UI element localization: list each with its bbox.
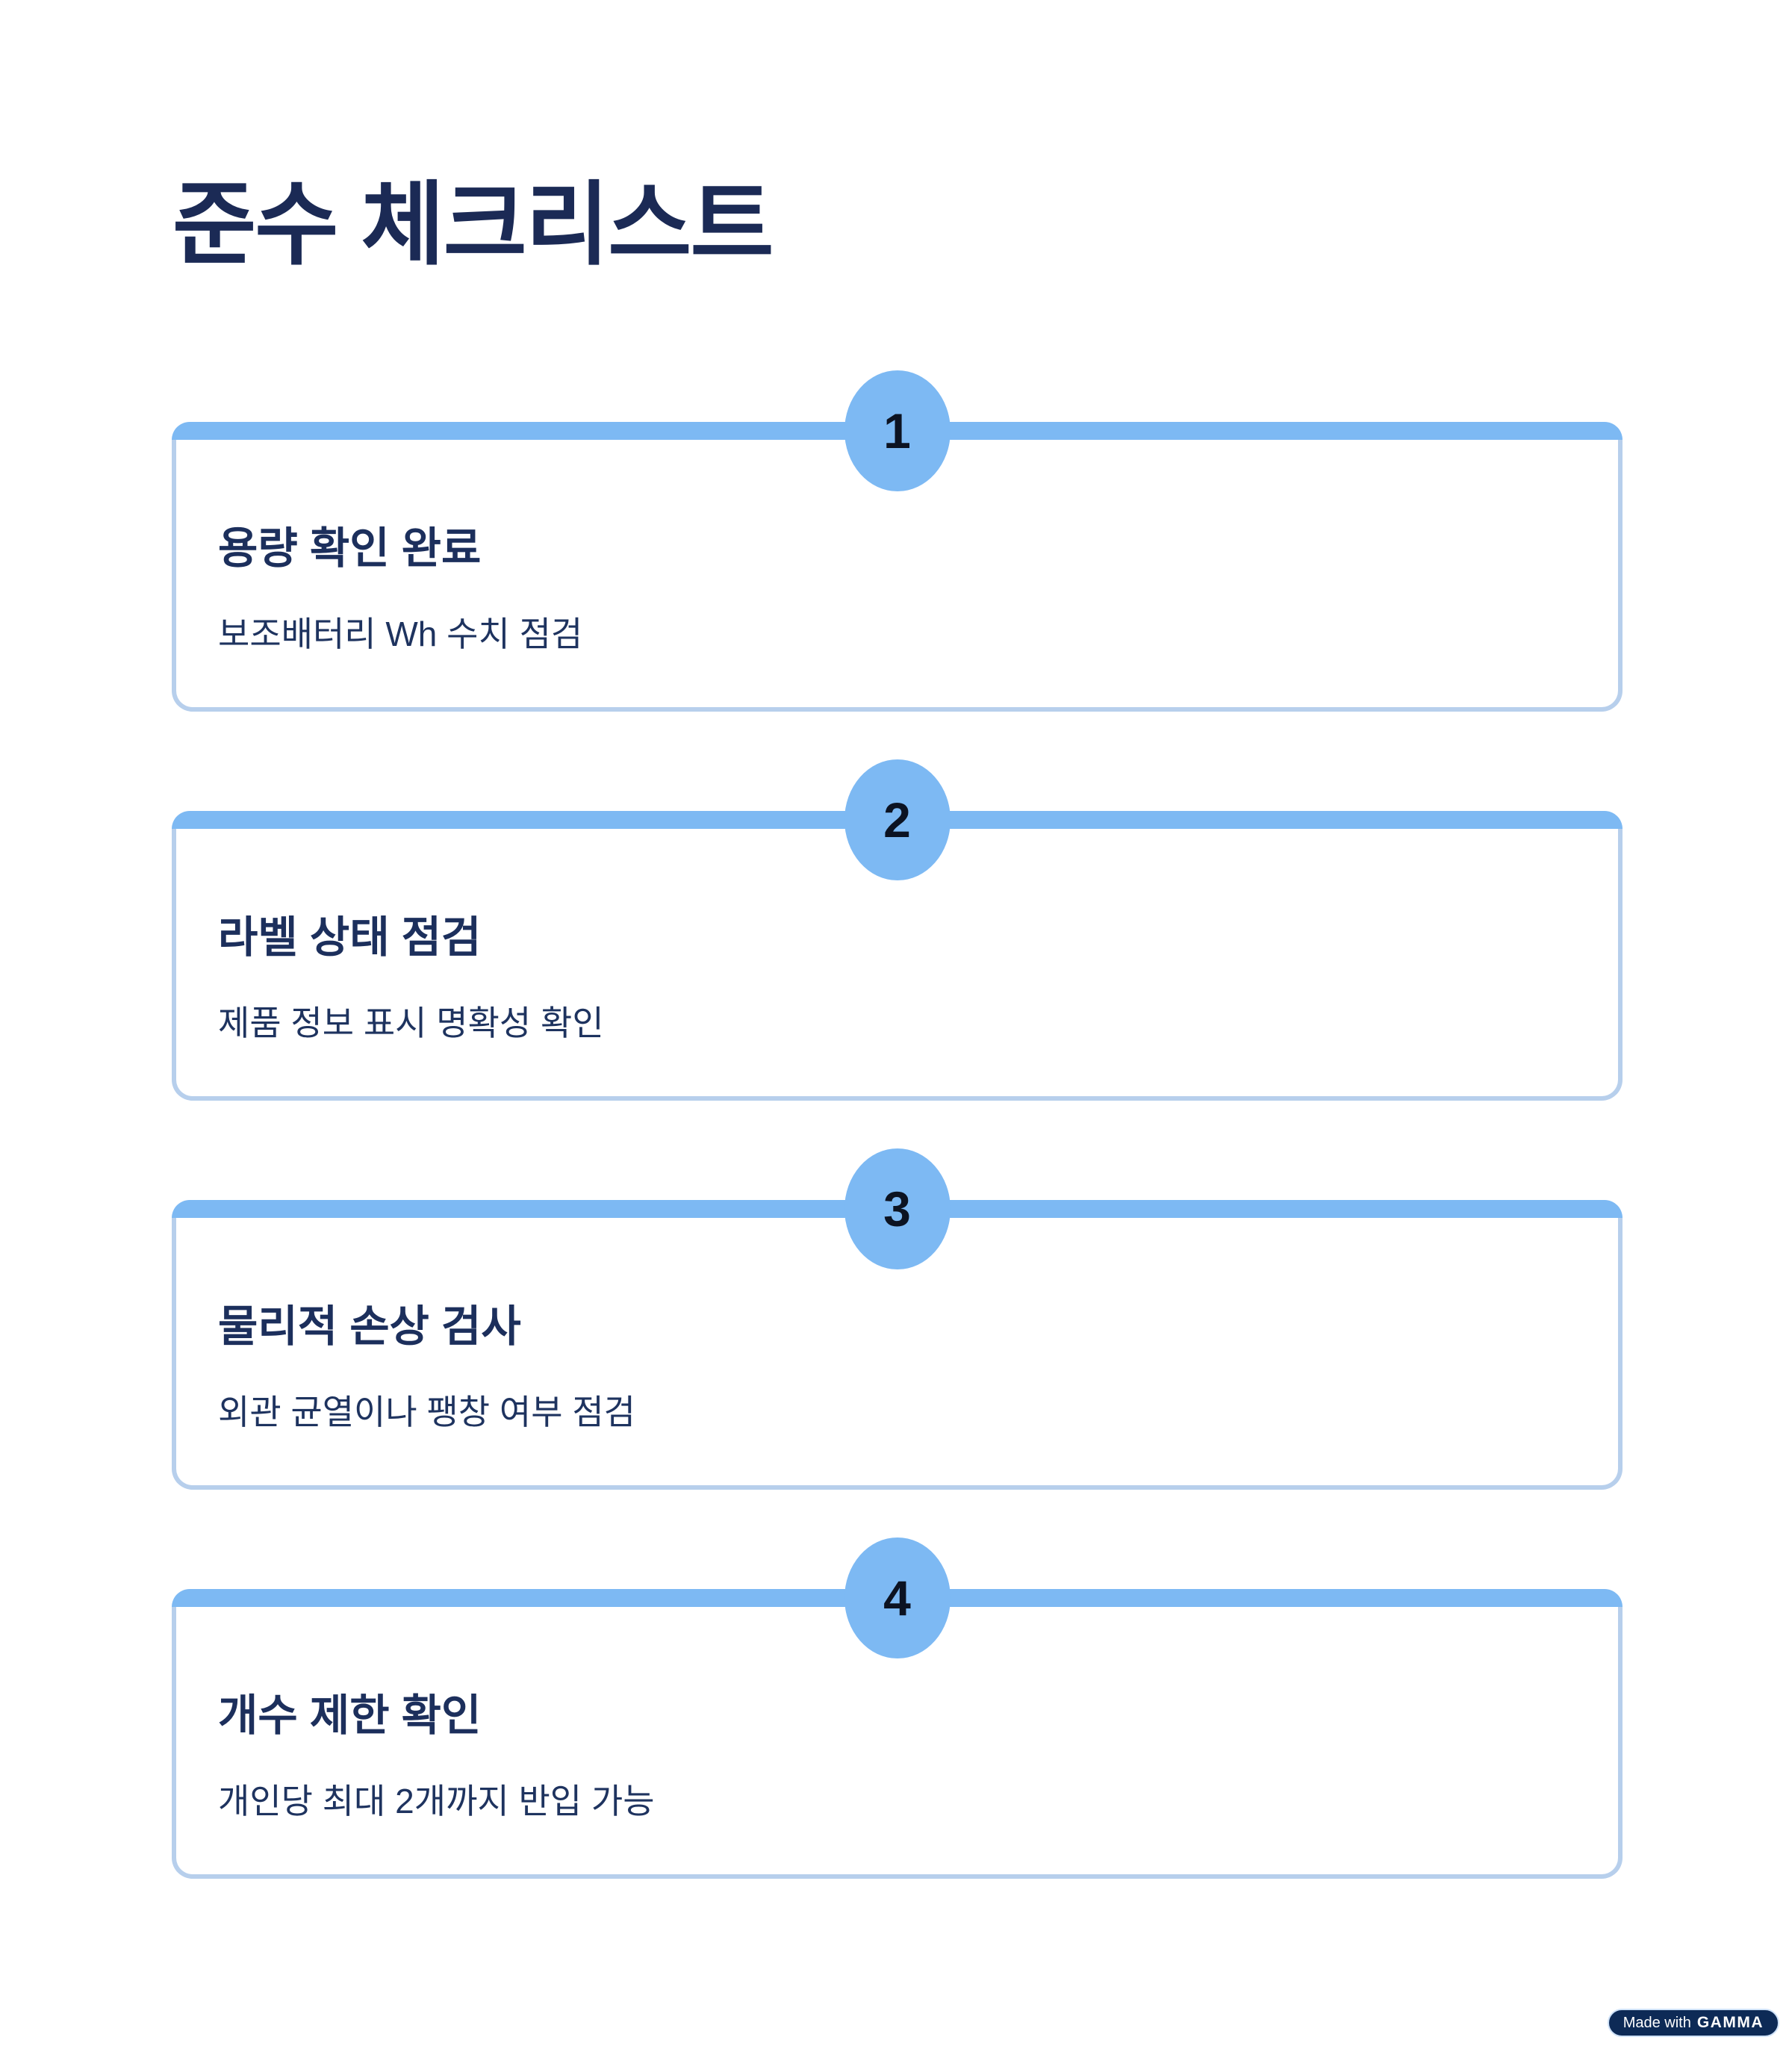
step-number-badge: 2 — [844, 759, 951, 880]
step-title: 물리적 손상 검사 — [218, 1302, 521, 1351]
step-description: 제품 정보 표시 명확성 확인 — [218, 1004, 604, 1043]
step-title: 라벨 상태 점검 — [218, 913, 482, 962]
step-description: 보조배터리 Wh 수치 점검 — [218, 615, 583, 654]
made-with-label: Made with — [1623, 2014, 1691, 2031]
gamma-brand-logo: GAMMA — [1696, 2014, 1764, 2031]
step-title: 개수 제한 확인 — [218, 1691, 482, 1740]
checklist-step-3: 3 물리적 손상 검사 외관 균열이나 팽창 여부 점검 — [172, 1148, 1623, 1490]
step-number: 3 — [883, 1181, 911, 1237]
step-description: 외관 균열이나 팽창 여부 점검 — [218, 1393, 635, 1432]
step-card: 라벨 상태 점검 제품 정보 표시 명확성 확인 — [172, 829, 1623, 1101]
step-description: 개인당 최대 2개까지 반입 가능 — [218, 1782, 655, 1821]
checklist-step-2: 2 라벨 상태 점검 제품 정보 표시 명확성 확인 — [172, 759, 1623, 1101]
checklist-step-4: 4 개수 제한 확인 개인당 최대 2개까지 반입 가능 — [172, 1537, 1623, 1879]
step-number-badge: 1 — [844, 370, 951, 491]
step-number: 2 — [883, 792, 911, 848]
made-with-gamma-badge[interactable]: Made with GAMMA — [1607, 2009, 1779, 2037]
step-title: 용량 확인 완료 — [218, 524, 482, 573]
page-title: 준수 체크리스트 — [172, 174, 774, 276]
step-number: 1 — [883, 403, 911, 458]
step-number: 4 — [883, 1570, 911, 1626]
compliance-checklist: 1 용량 확인 완료 보조배터리 Wh 수치 점검 2 라벨 상태 점검 제품 … — [172, 370, 1623, 1978]
step-number-badge: 4 — [844, 1537, 951, 1658]
step-number-badge: 3 — [844, 1148, 951, 1269]
checklist-step-1: 1 용량 확인 완료 보조배터리 Wh 수치 점검 — [172, 370, 1623, 712]
